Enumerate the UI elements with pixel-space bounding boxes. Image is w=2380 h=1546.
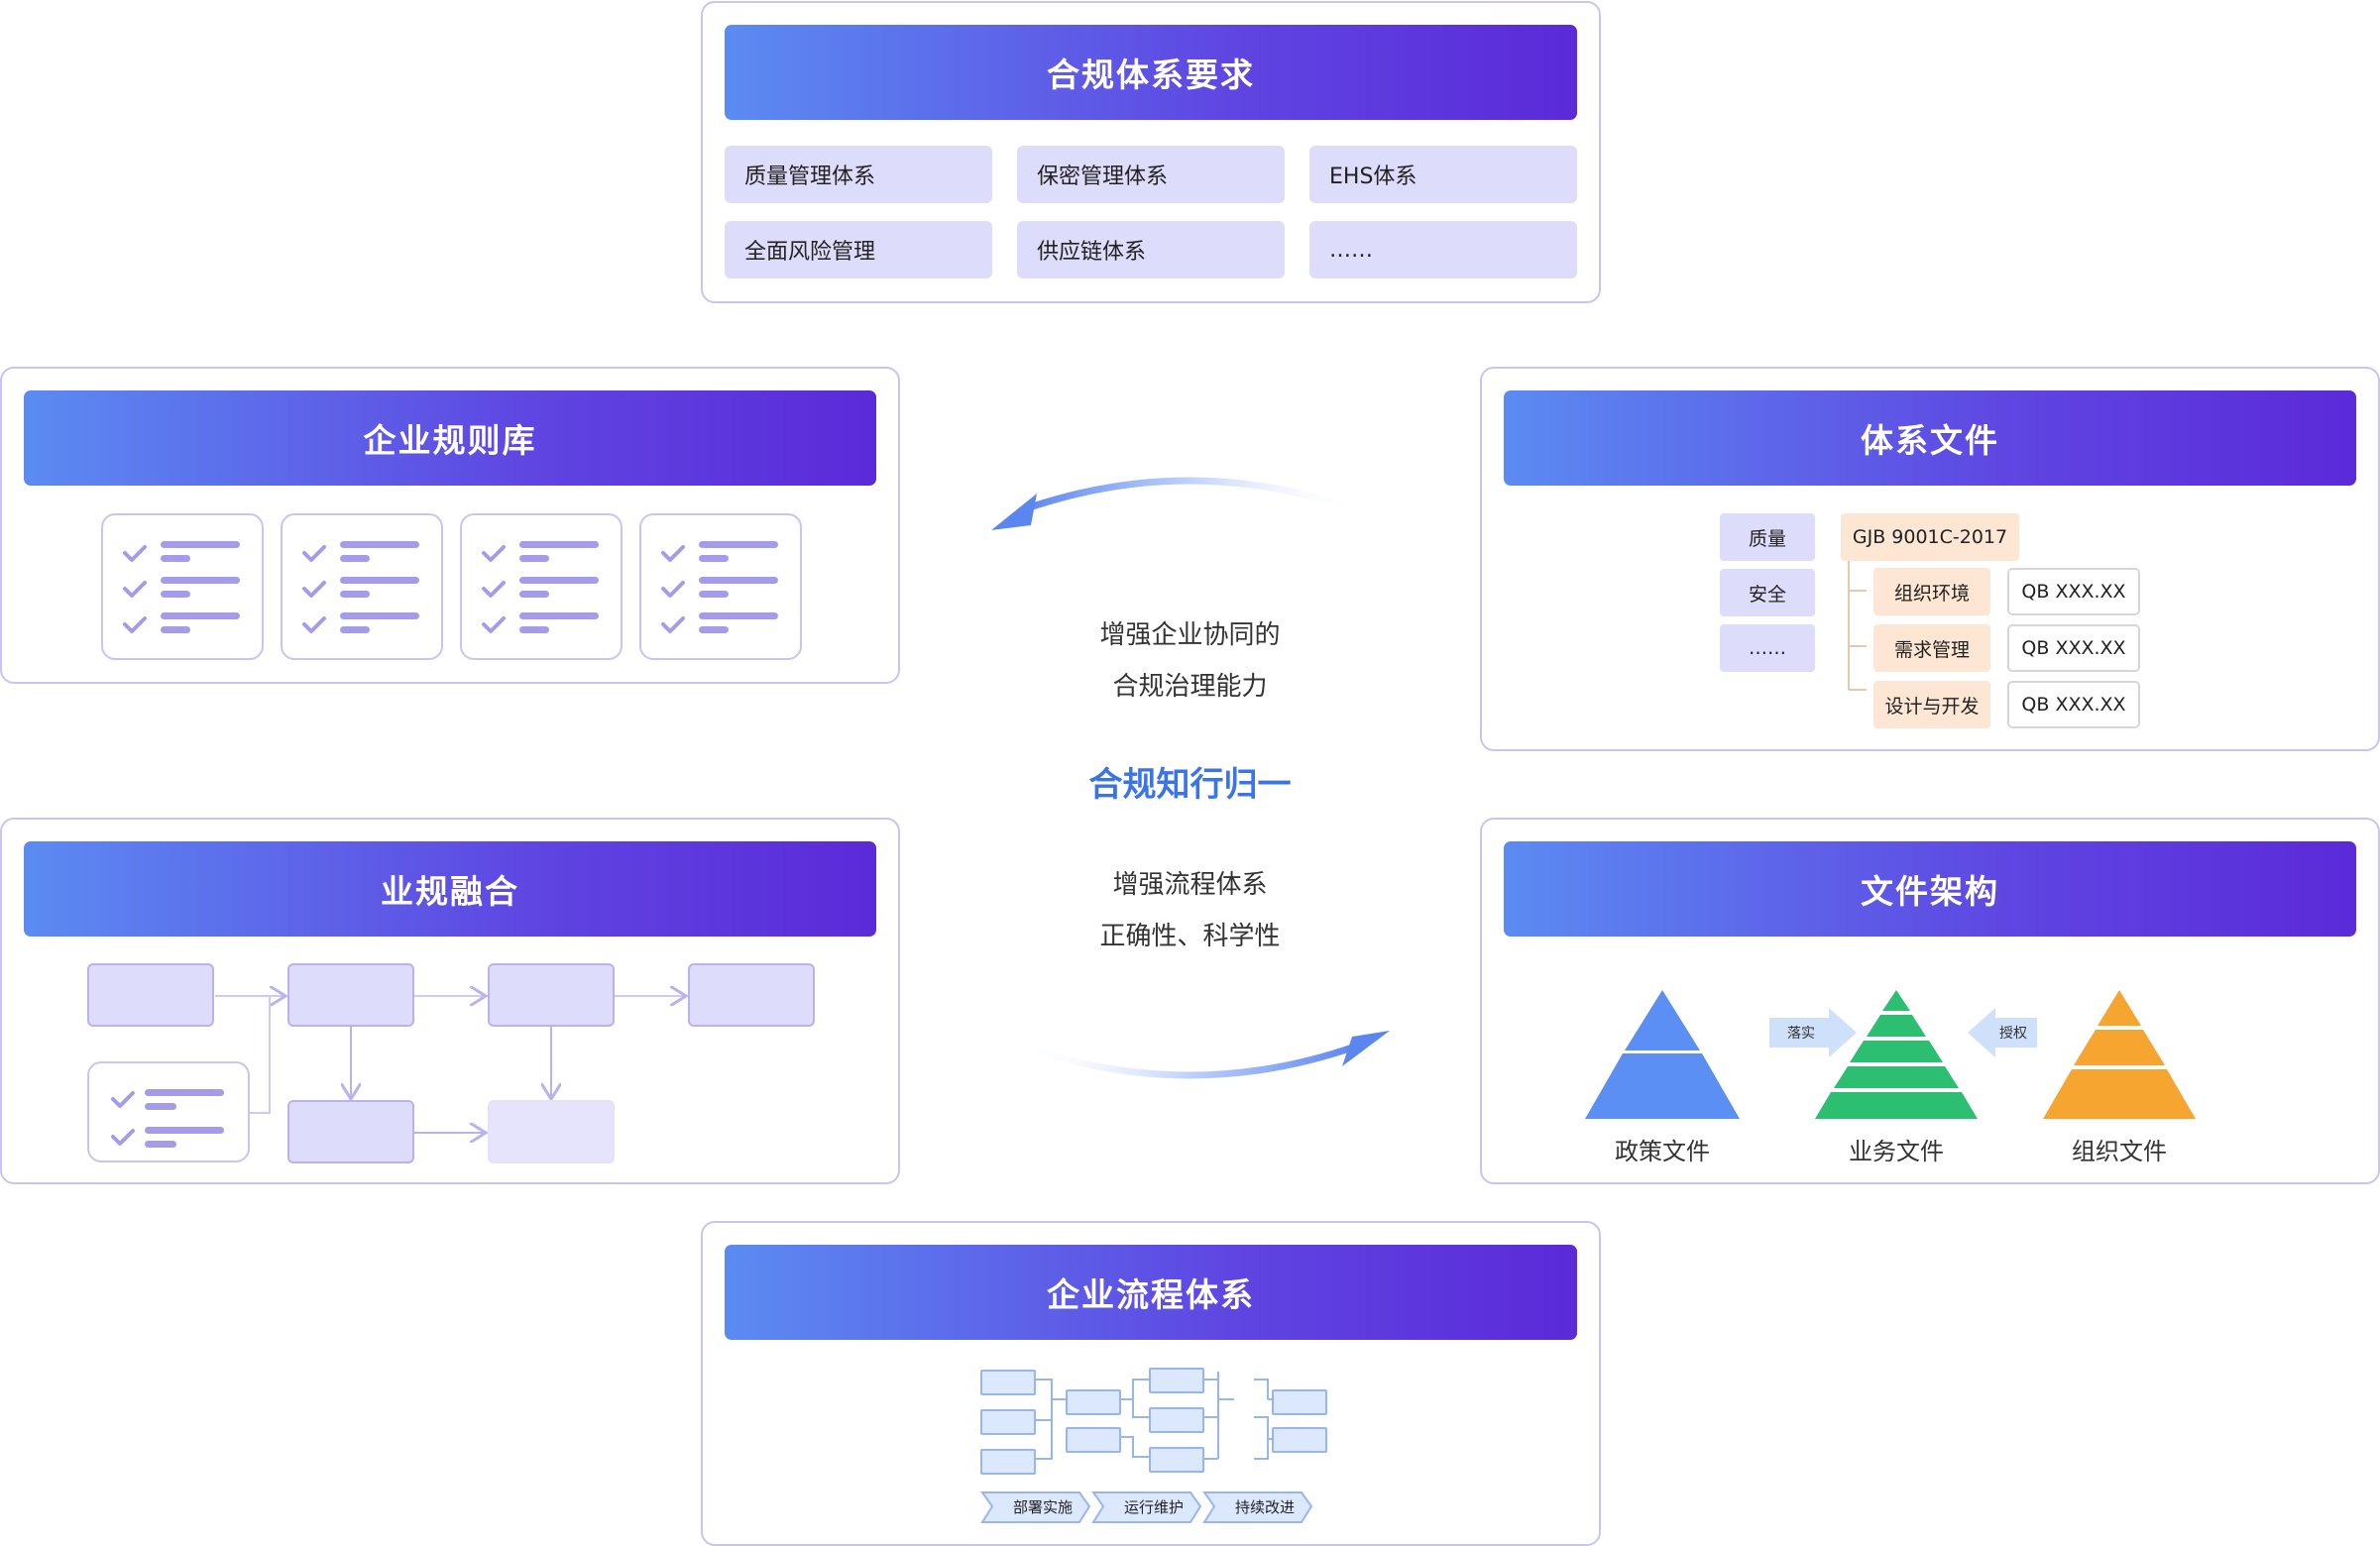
enterprise-process-panel: 企业流程体系 部署实施 运行维护 持续改进	[701, 1221, 1601, 1546]
checklist-icon	[123, 541, 240, 633]
pyramid-label: 业务文件	[1849, 1138, 1944, 1165]
flow-node	[287, 1100, 414, 1163]
flow-node	[488, 963, 615, 1027]
category-tag: ……	[1720, 624, 1815, 672]
process-steps-chevrons	[980, 1491, 1313, 1523]
system-documents-title: 体系文件	[1504, 390, 2356, 486]
doc-row-label: 设计与开发	[1873, 681, 1990, 728]
business-rule-fusion-title: 业规融合	[24, 841, 876, 937]
document-architecture-title: 文件架构	[1504, 841, 2356, 937]
doc-row-code: QB XXX.XX	[2007, 681, 2140, 728]
implement-label: 落实	[1787, 1026, 1815, 1042]
enterprise-process-title: 企业流程体系	[725, 1245, 1577, 1340]
process-step-label: 运行维护	[1123, 1498, 1184, 1516]
checklist-icon	[111, 1089, 224, 1148]
document-architecture-panel: 文件架构 落实 授权 政策文件 业务文件 组织文件	[1480, 818, 2380, 1184]
pyramid-label: 政策文件	[1615, 1138, 1710, 1165]
process-node	[1066, 1389, 1121, 1415]
pyramid-label: 组织文件	[2072, 1138, 2167, 1165]
organization-pyramid-icon	[2043, 990, 2196, 1119]
center-line-4: 正确性、科学性	[1099, 922, 1281, 951]
cycle-arrowhead-icon	[991, 494, 1037, 530]
implement-arrow-icon	[1769, 1008, 1857, 1057]
flow-node	[688, 963, 815, 1027]
compliance-requirements-title: 合规体系要求	[725, 25, 1577, 120]
process-node	[980, 1409, 1036, 1435]
pyramid-diagram	[1585, 990, 2196, 1119]
process-step-label: 部署实施	[1012, 1498, 1073, 1516]
center-line-2: 合规治理能力	[1112, 672, 1268, 702]
standard-tag: GJB 9001C-2017	[1841, 513, 2019, 561]
rules-library-panel: 企业规则库	[0, 367, 900, 684]
business-rule-fusion-panel: 业规融合	[0, 818, 900, 1184]
checklist-card	[281, 513, 443, 660]
requirement-chip: ……	[1309, 221, 1577, 278]
checklist-icon	[661, 541, 778, 633]
requirement-chip: EHS体系	[1309, 146, 1577, 203]
requirement-chip: 质量管理体系	[725, 146, 992, 203]
doc-tree-lines	[1848, 561, 1867, 691]
flow-node	[287, 963, 414, 1027]
category-tag: 质量	[1720, 513, 1815, 561]
doc-row-code: QB XXX.XX	[2007, 624, 2140, 672]
compliance-requirements-panel: 合规体系要求 质量管理体系 保密管理体系 EHS体系 全面风险管理 供应链体系 …	[701, 1, 1601, 303]
process-node	[980, 1449, 1036, 1475]
doc-row-label: 组织环境	[1873, 568, 1990, 615]
fusion-flow-connectors	[215, 820, 898, 1182]
process-node	[980, 1370, 1036, 1395]
process-node	[1149, 1447, 1204, 1473]
process-node	[1272, 1389, 1327, 1415]
requirement-chip: 保密管理体系	[1017, 146, 1285, 203]
requirement-chip: 全面风险管理	[725, 221, 992, 278]
checklist-icon	[302, 541, 419, 633]
business-pyramid-icon	[1815, 990, 1978, 1119]
authorize-arrow-icon	[1968, 1008, 2037, 1057]
center-line-1: 增强企业协同的	[1099, 620, 1281, 650]
checklist-card	[460, 513, 623, 660]
process-node	[1149, 1407, 1204, 1433]
checklist-card	[101, 513, 264, 660]
cycle-arrowhead-icon	[1342, 1031, 1390, 1066]
rules-library-title: 企业规则库	[24, 390, 876, 486]
process-node	[1149, 1368, 1204, 1393]
process-node	[1272, 1427, 1327, 1453]
checklist-card	[639, 513, 802, 660]
center-line-3: 增强流程体系	[1112, 870, 1268, 900]
policy-pyramid-icon	[1585, 990, 1740, 1119]
category-tag: 安全	[1720, 569, 1815, 616]
flow-node	[488, 1100, 615, 1163]
doc-row-label: 需求管理	[1873, 624, 1990, 672]
checklist-card	[87, 1061, 250, 1162]
process-step-label: 持续改进	[1234, 1498, 1295, 1516]
process-node	[1066, 1427, 1121, 1453]
system-documents-panel: 体系文件 质量 安全 …… GJB 9001C-2017 组织环境 需求管理 设…	[1480, 367, 2380, 751]
authorize-label: 授权	[1999, 1026, 2027, 1042]
center-highlight: 合规知行归一	[1088, 765, 1292, 805]
checklist-icon	[482, 541, 599, 633]
flow-node	[87, 963, 214, 1027]
doc-row-code: QB XXX.XX	[2007, 568, 2140, 615]
requirement-chip: 供应链体系	[1017, 221, 1285, 278]
